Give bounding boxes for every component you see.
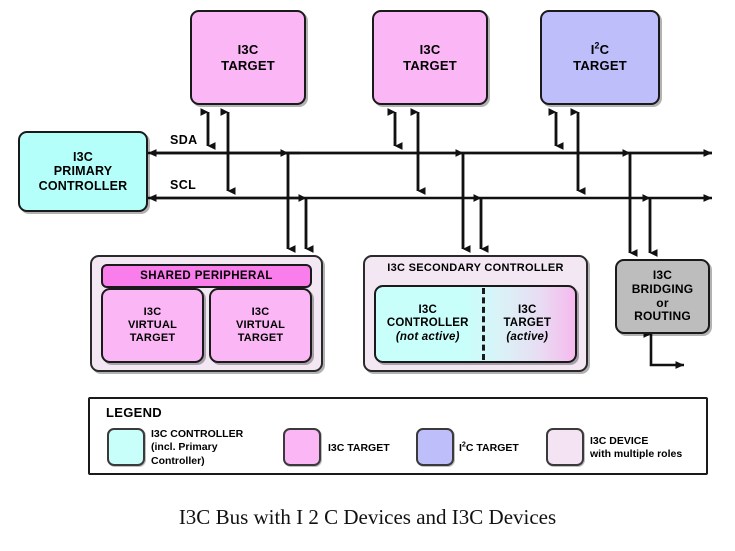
i3c-target-2-line1: I3C <box>419 42 441 58</box>
sc-controller-state: (not active) <box>395 330 460 343</box>
virtual-target-1-line1: I3C <box>143 306 162 319</box>
sda-bus-label: SDA <box>170 133 198 147</box>
sc-target-state: (active) <box>506 330 549 343</box>
i3c-target-2[interactable]: I3C TARGET <box>372 10 488 105</box>
legend-label-i3c-device: I3C DEVICE with multiple roles <box>590 435 710 462</box>
i2c-target[interactable]: I2C TARGET <box>540 10 660 105</box>
sc-target-line2: TARGET <box>503 317 552 330</box>
secondary-controller-controller-side: I3C CONTROLLER (not active) <box>376 304 479 344</box>
sc-controller-line2: CONTROLLER <box>386 317 469 330</box>
legend-label-i3c-target: I3C TARGET <box>328 442 390 454</box>
bridge-line1: I3C <box>652 267 673 282</box>
legend-label-i3c-controller-sub2: Controller) <box>151 454 205 467</box>
i3c-target-1-line1: I3C <box>237 42 259 58</box>
i3c-virtual-target-1[interactable]: I3C VIRTUAL TARGET <box>101 288 204 363</box>
primary-controller-line1: I3C <box>72 149 94 164</box>
virtual-target-2-line3: TARGET <box>237 331 284 344</box>
virtual-target-2-line2: VIRTUAL <box>235 319 286 332</box>
legend-label-i3c-controller-sub1: (incl. Primary <box>151 441 218 454</box>
legend-swatch-i2c-target <box>416 428 454 466</box>
i3c-target-2-line2: TARGET <box>403 57 457 73</box>
legend-label-i2c-target: I2C TARGET <box>459 440 519 454</box>
scl-bus-label: SCL <box>170 178 197 192</box>
primary-controller-line3: CONTROLLER <box>38 178 128 193</box>
bridge-line2: BRIDGING <box>631 281 694 296</box>
legend-panel <box>88 397 708 475</box>
sc-controller-line1: I3C <box>418 304 437 316</box>
legend-label-i3c-controller: I3C CONTROLLER (incl. Primary Controller… <box>151 428 256 468</box>
secondary-controller-target-side: I3C TARGET (active) <box>479 304 575 344</box>
sc-target-line1: I3C <box>518 304 537 316</box>
virtual-target-2-line1: I3C <box>251 306 270 319</box>
i3c-target-1[interactable]: I3C TARGET <box>190 10 306 105</box>
secondary-controller-inner[interactable]: I3C CONTROLLER (not active) I3C TARGET (… <box>374 285 577 363</box>
bridge-line4: ROUTING <box>634 309 691 324</box>
legend-title: LEGEND <box>106 405 162 420</box>
legend-label-i3c-device-sub1: with multiple roles <box>590 448 683 461</box>
legend-swatch-i3c-controller <box>107 428 145 466</box>
virtual-target-1-line2: VIRTUAL <box>127 319 178 332</box>
legend-swatch-i3c-target <box>283 428 321 466</box>
primary-controller-line2: PRIMARY <box>53 164 113 179</box>
i2c-target-line2: TARGET <box>573 57 627 73</box>
legend-swatch-i3c-device <box>546 428 584 466</box>
i3c-target-1-line2: TARGET <box>221 57 275 73</box>
secondary-controller-title: I3C SECONDARY CONTROLLER <box>387 262 564 274</box>
i3c-virtual-target-2[interactable]: I3C VIRTUAL TARGET <box>209 288 312 363</box>
secondary-controller-divider <box>482 288 485 360</box>
virtual-target-1-line3: TARGET <box>129 331 176 344</box>
legend-label-i3c-device-main: I3C DEVICE <box>590 435 649 447</box>
i3c-primary-controller[interactable]: I3C PRIMARY CONTROLLER <box>18 131 148 212</box>
shared-peripheral-header: SHARED PERIPHERAL <box>101 264 312 288</box>
legend-label-i3c-controller-main: I3C CONTROLLER <box>151 428 244 440</box>
bridge-line3: or <box>656 295 669 310</box>
figure-caption: I3C Bus with I 2 C Devices and I3C Devic… <box>178 505 557 529</box>
i3c-bridging-routing[interactable]: I3C BRIDGING or ROUTING <box>615 259 710 334</box>
i2c-target-line1: I2C <box>590 41 610 58</box>
